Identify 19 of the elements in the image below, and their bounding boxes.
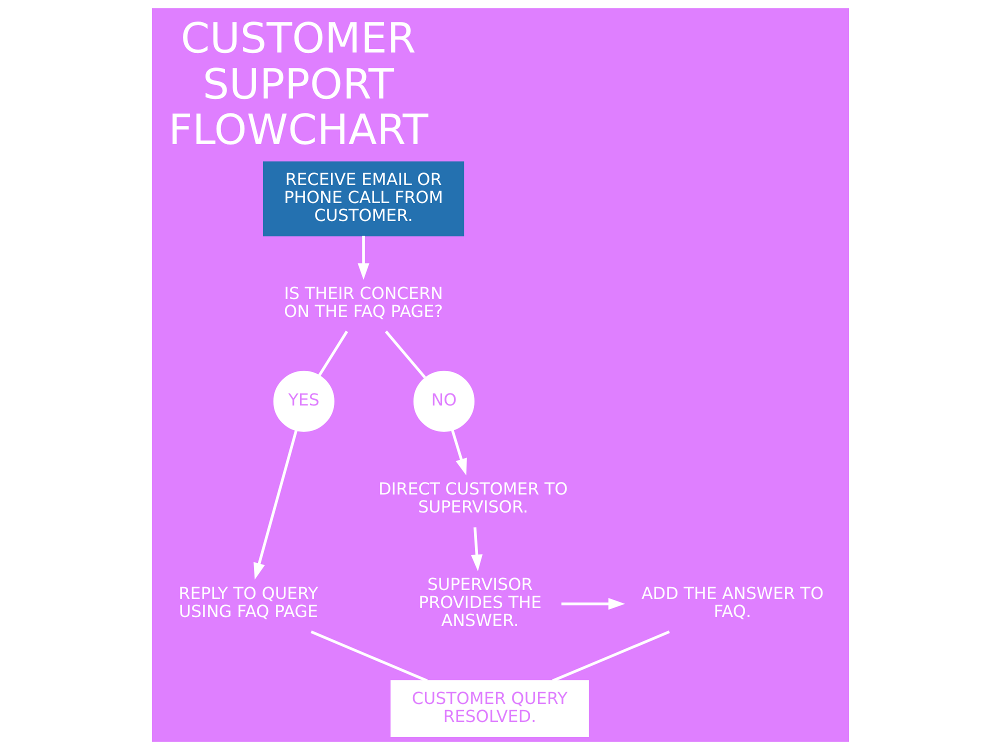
- node-text: ADD THE ANSWER TO FAQ.: [640, 584, 824, 622]
- node-box: RECEIVE EMAIL OR PHONE CALL FROM CUSTOMER.: [262, 161, 464, 236]
- arrow: [357, 236, 369, 280]
- node-text: DIRECT CUSTOMER TO SUPERVISOR.: [378, 479, 568, 516]
- node-text: SUPERVISOR PROVIDES THE ANSWER.: [418, 575, 542, 630]
- arrow: [470, 527, 482, 572]
- diagram-title: CUSTOMER SUPPORT FLOWCHART: [168, 14, 428, 154]
- node-circle: YES: [272, 370, 334, 432]
- arrow: [560, 598, 625, 610]
- connector: [384, 330, 426, 378]
- arrow: [450, 430, 466, 476]
- node-circle: NO: [412, 370, 474, 432]
- arrow: [253, 430, 297, 580]
- connector: [310, 630, 428, 682]
- node-text: IS THEIR CONCERN ON THE FAQ PAGE?: [284, 284, 443, 321]
- node-text: REPLY TO QUERY USING FAQ PAGE: [178, 584, 318, 622]
- connector: [318, 330, 348, 376]
- node-box: CUSTOMER QUERY RESOLVED.: [390, 680, 588, 738]
- connector: [552, 630, 670, 682]
